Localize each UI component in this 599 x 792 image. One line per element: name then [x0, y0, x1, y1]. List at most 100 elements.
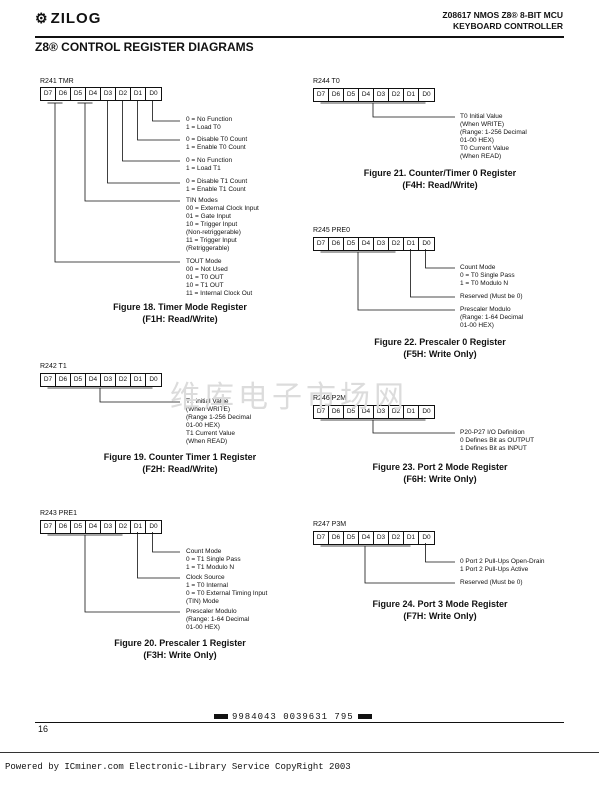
p3m-register-label: R247 P3M	[313, 521, 347, 528]
bit-d5: D5	[71, 374, 86, 386]
bit-d3: D3	[101, 374, 116, 386]
tmr-desc-tin: TIN Modes 00 = External Clock Input 01 =…	[186, 197, 259, 253]
t1-register-label: R242 T1	[40, 363, 67, 370]
bit-d7: D7	[41, 374, 56, 386]
bit-d1: D1	[404, 406, 419, 418]
pre1-bit-field: D7 D6 D5 D4 D3 D2 D1 D0	[40, 520, 162, 534]
bit-d2: D2	[389, 406, 404, 418]
header-rule	[35, 36, 564, 38]
pre0-desc-prescaler: Prescaler Modulo (Range: 1-64 Decimal 01…	[460, 306, 523, 330]
fig24-caption: Figure 24. Port 3 Mode Register (F7H: Wr…	[330, 599, 550, 622]
desc-line: Reserved (Must be 0)	[460, 579, 523, 586]
bit-d0: D0	[422, 91, 431, 98]
bit-d6: D6	[329, 238, 344, 250]
bit-d1: D1	[404, 532, 419, 544]
bit-d6: D6	[56, 88, 71, 100]
desc-line: 0 Defines Bit as OUTPUT	[460, 437, 535, 444]
bit-d3: D3	[374, 238, 389, 250]
fig20-caption: Figure 20. Prescaler 1 Register (F3H: Wr…	[70, 638, 290, 661]
desc-line: T1 Initial Value	[186, 398, 229, 405]
bit-d2: D2	[116, 88, 131, 100]
pre1-register-label: R243 PRE1	[40, 510, 77, 517]
tmr-bit-field: D7 D6 D5 D4 D3 D2 D1 D0	[40, 87, 162, 101]
t1-bit-field: D7 D6 D5 D4 D3 D2 D1 D0	[40, 373, 162, 387]
bit-d1: D1	[404, 238, 419, 250]
bit-d0: D0	[149, 523, 158, 530]
desc-line: 01-00 HEX)	[186, 422, 220, 429]
p3m-bit-field: D7 D6 D5 D4 D3 D2 D1 D0	[313, 531, 435, 545]
caption-title: Figure 22. Prescaler 0 Register	[374, 337, 506, 347]
bit-d5: D5	[344, 406, 359, 418]
bit-d5: D5	[344, 532, 359, 544]
desc-line: 0 = No Function	[186, 157, 233, 164]
desc-line: (When READ)	[186, 438, 228, 445]
bit-d0: D0	[149, 90, 158, 97]
bit-d4: D4	[86, 88, 101, 100]
bit-d6: D6	[329, 406, 344, 418]
desc-line: (Range 1-256 Decimal	[186, 414, 252, 421]
desc-line: 10 = T1 OUT	[186, 282, 224, 289]
desc-line: Prescaler Modulo	[460, 306, 511, 313]
bit-d4: D4	[359, 238, 374, 250]
desc-line: 0 Port 2 Pull-Ups Open-Drain	[460, 558, 545, 565]
caption-title: Figure 24. Port 3 Mode Register	[372, 599, 508, 609]
desc-line: Prescaler Modulo	[186, 608, 237, 615]
bit-d4: D4	[359, 89, 374, 101]
desc-line: 01-00 HEX)	[460, 322, 494, 329]
caption-title: Figure 20. Prescaler 1 Register	[114, 638, 246, 648]
desc-line: (Non-retriggerable)	[186, 229, 241, 236]
bit-d5: D5	[71, 521, 86, 533]
p3m-desc-pullups: 0 Port 2 Pull-Ups Open-Drain 1 Port 2 Pu…	[460, 558, 545, 574]
tmr-desc-d1: 0 = Disable T0 Count 1 = Enable T0 Count	[186, 136, 247, 152]
bit-d5: D5	[71, 88, 86, 100]
p2m-bit-field: D7 D6 D5 D4 D3 D2 D1 D0	[313, 405, 435, 419]
caption-subtitle: (F2H: Read/Write)	[142, 463, 218, 474]
bit-d4: D4	[359, 406, 374, 418]
tmr-desc-d3: 0 = Disable T1 Count 1 = Enable T1 Count	[186, 178, 247, 194]
desc-line: 11 = Trigger Input	[186, 237, 237, 244]
bit-d6: D6	[329, 532, 344, 544]
desc-line: 1 Defines Bit as INPUT	[460, 445, 527, 452]
bit-d6: D6	[56, 521, 71, 533]
copyright-notice: Powered by ICminer.com Electronic-Librar…	[5, 762, 351, 772]
bottom-rule	[0, 752, 599, 753]
barcode-block-right	[357, 714, 372, 720]
t0-desc: T0 Initial Value (When WRITE) (Range: 1-…	[460, 113, 527, 161]
bit-d0: D0	[422, 408, 431, 415]
bit-d7: D7	[314, 238, 329, 250]
footer-barcode: 9984043 0039631 795	[210, 712, 376, 722]
p2m-register-label: R246 P2M	[313, 395, 347, 402]
bit-d1: D1	[131, 374, 146, 386]
desc-line: TIN Modes	[186, 197, 218, 204]
bit-d4: D4	[359, 532, 374, 544]
bit-d4: D4	[86, 521, 101, 533]
pre1-desc-clock-source: Clock Source 1 = T0 Internal 0 = T0 Exte…	[186, 574, 267, 606]
tmr-desc-d0: 0 = No Function 1 = Load T0	[186, 116, 232, 132]
desc-line: 0 = T1 Single Pass	[186, 556, 241, 563]
desc-line: Reserved (Must be 0)	[460, 293, 523, 300]
desc-line: 0 = No Function	[186, 116, 233, 123]
desc-line: (Retriggerable)	[186, 245, 230, 252]
bit-d0: D0	[422, 534, 431, 541]
bit-d3: D3	[374, 406, 389, 418]
desc-line: TOUT Mode	[186, 258, 222, 265]
desc-line: 1 = Enable T0 Count	[186, 144, 246, 151]
bit-d7: D7	[314, 532, 329, 544]
desc-line: 00 = External Clock Input	[186, 205, 259, 212]
desc-line: P20-P27 I/O Definition	[460, 429, 525, 436]
desc-line: (When WRITE)	[460, 121, 505, 128]
bit-d4: D4	[86, 374, 101, 386]
pre0-bit-field: D7 D6 D5 D4 D3 D2 D1 D0	[313, 237, 435, 251]
tmr-register-label: R241 TMR	[40, 78, 74, 85]
desc-line: 1 = T0 Internal	[186, 582, 228, 589]
bit-d3: D3	[374, 532, 389, 544]
desc-line: 1 = T0 Modulo N	[460, 280, 509, 287]
desc-line: 0 = Disable T1 Count	[186, 178, 248, 185]
desc-line: 0 = Disable T0 Count	[186, 136, 248, 143]
t0-register-label: R244 T0	[313, 78, 340, 85]
p3m-desc-reserved: Reserved (Must be 0)	[460, 579, 523, 587]
desc-line: 01 = Gate Input	[186, 213, 231, 220]
caption-subtitle: (F7H: Write Only)	[403, 610, 477, 621]
pre0-register-label: R245 PRE0	[313, 227, 350, 234]
